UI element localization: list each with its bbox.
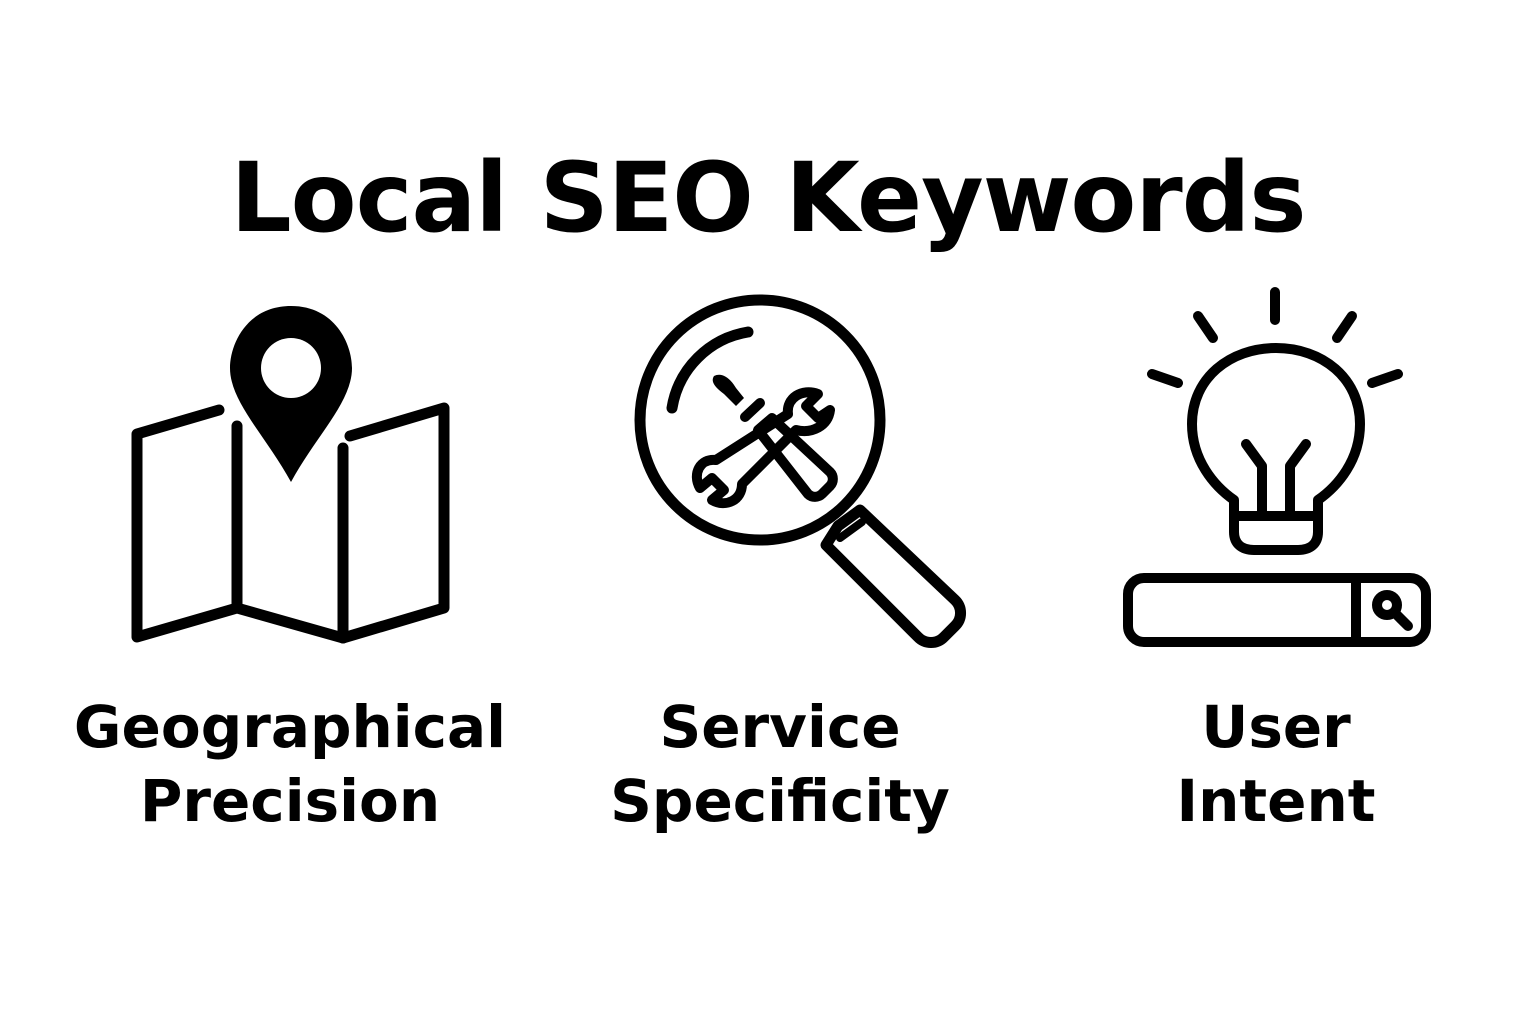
label-geographical-precision: Geographical Precision — [60, 690, 520, 838]
label-line: Specificity — [610, 767, 950, 835]
label-line: Geographical — [73, 693, 507, 761]
label-line: Intent — [1176, 767, 1376, 835]
label-line: Precision — [139, 767, 441, 835]
label-user-intent: User Intent — [1046, 690, 1506, 838]
label-service-specificity: Service Specificity — [550, 690, 1010, 838]
label-line: Service — [659, 693, 901, 761]
label-line: User — [1201, 693, 1351, 761]
page-title: Local SEO Keywords — [230, 142, 1306, 255]
